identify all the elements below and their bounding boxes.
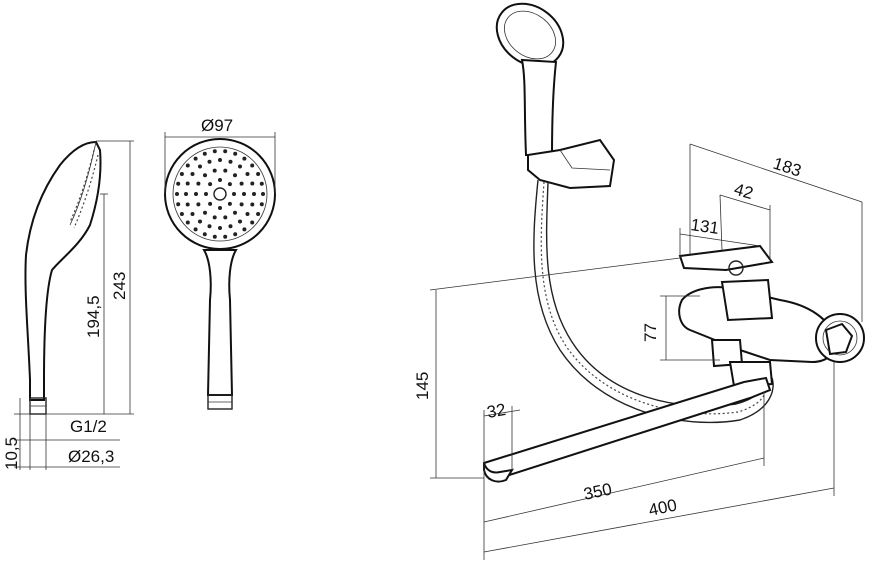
nozzle-dot (207, 224, 212, 229)
hand-shower-side-view (24, 140, 102, 415)
nozzle-dot (218, 206, 222, 210)
nozzle-dot (193, 156, 198, 161)
nozzle-dot (223, 234, 228, 239)
nozzle-dot (232, 192, 236, 196)
nozzle-dot (259, 202, 264, 207)
nozzle-dot (233, 173, 237, 178)
dim-32: 32 (485, 400, 507, 422)
nozzle-dot (256, 172, 261, 176)
dim-400: 400 (647, 495, 679, 519)
nozzle-dot (208, 201, 213, 206)
nozzle-dot (218, 178, 222, 182)
nozzle-dot (176, 202, 181, 207)
mixer-dimension-lines (429, 143, 863, 560)
nozzle-dot (245, 212, 250, 216)
nozzle-dot (176, 181, 181, 186)
nozzle-dot (212, 215, 217, 220)
nozzle-dot (179, 212, 184, 216)
nozzle-dot (261, 192, 265, 196)
nozzle-rows (69, 149, 99, 229)
nozzle-dot (212, 168, 217, 173)
nozzle-dot (202, 151, 207, 156)
nozzle-dot (227, 201, 232, 206)
nozzle-dot (185, 220, 190, 225)
nozzle-dot (233, 151, 238, 156)
spout (482, 376, 772, 483)
nozzle-dot (238, 219, 242, 224)
nozzle-dot (245, 172, 250, 176)
nozzle-dot (196, 202, 201, 207)
nozzle-dot (250, 220, 255, 225)
nozzle-dot (242, 192, 246, 196)
dim-42: 42 (732, 180, 755, 203)
nozzle-dot (193, 227, 198, 232)
nozzle-dot (198, 219, 202, 224)
nozzle-dot (242, 156, 247, 161)
nozzle-dots (175, 149, 265, 239)
dim-diameter-97: Ø97 (201, 116, 233, 135)
nozzle-dot (196, 181, 201, 186)
nozzle-dot (228, 159, 233, 164)
nozzle-dot (223, 215, 228, 220)
nozzle-dot (233, 232, 238, 237)
nozzle-dot (194, 192, 198, 196)
nozzle-dot (190, 172, 195, 176)
dim-131: 131 (689, 215, 720, 238)
front-dimensions (164, 132, 276, 194)
nozzle-dot (208, 182, 213, 187)
nozzle-dot (250, 202, 255, 207)
nozzle-dot (250, 163, 255, 168)
nozzle-dot (228, 224, 233, 229)
nozzle-dot (259, 181, 264, 186)
nozzle-dot (184, 192, 188, 196)
nozzle-dot (185, 181, 190, 186)
dim-194-5: 194,5 (84, 295, 103, 338)
nozzle-dot (252, 192, 256, 196)
dim-183: 183 (771, 154, 804, 181)
nozzle-dot (207, 159, 212, 164)
dim-145: 145 (413, 372, 432, 400)
dim-10-5: 10,5 (2, 437, 21, 470)
dim-77: 77 (641, 323, 660, 342)
nozzle-dot (239, 202, 244, 207)
nozzle-dot (190, 212, 195, 216)
nozzle-dot (175, 192, 179, 196)
nozzle-dot (185, 163, 190, 168)
nozzle-dot (238, 164, 242, 169)
side-dimensions (14, 140, 134, 470)
hand-shower-front-view (164, 138, 276, 410)
nozzle-dot (239, 181, 244, 186)
nozzle-dot (203, 173, 207, 178)
nozzle-dot (198, 164, 202, 169)
nozzle-dot (203, 210, 207, 215)
mixer-body (678, 244, 865, 388)
nozzle-dot (218, 158, 222, 162)
nozzle-dot (185, 202, 190, 207)
shower-head-on-holder (495, 2, 616, 190)
nozzle-dot (212, 149, 217, 154)
nozzle-dot (227, 182, 232, 187)
dim-diameter-26-3: Ø26,3 (68, 447, 114, 466)
nozzle-dot (250, 181, 255, 186)
nozzle-dot (179, 172, 184, 176)
dim-350: 350 (582, 479, 614, 503)
nozzle-dot (223, 168, 228, 173)
nozzle-dot (204, 192, 208, 196)
nozzle-dot (202, 232, 207, 237)
nozzle-dot (218, 226, 222, 230)
nozzle-dot (233, 210, 237, 215)
nozzle-dot (223, 149, 228, 154)
dim-243: 243 (110, 272, 129, 300)
nozzle-dot (256, 212, 261, 216)
nozzle-dot (212, 234, 217, 239)
nozzle-dot (242, 227, 247, 232)
dim-g12: G1/2 (70, 417, 107, 436)
